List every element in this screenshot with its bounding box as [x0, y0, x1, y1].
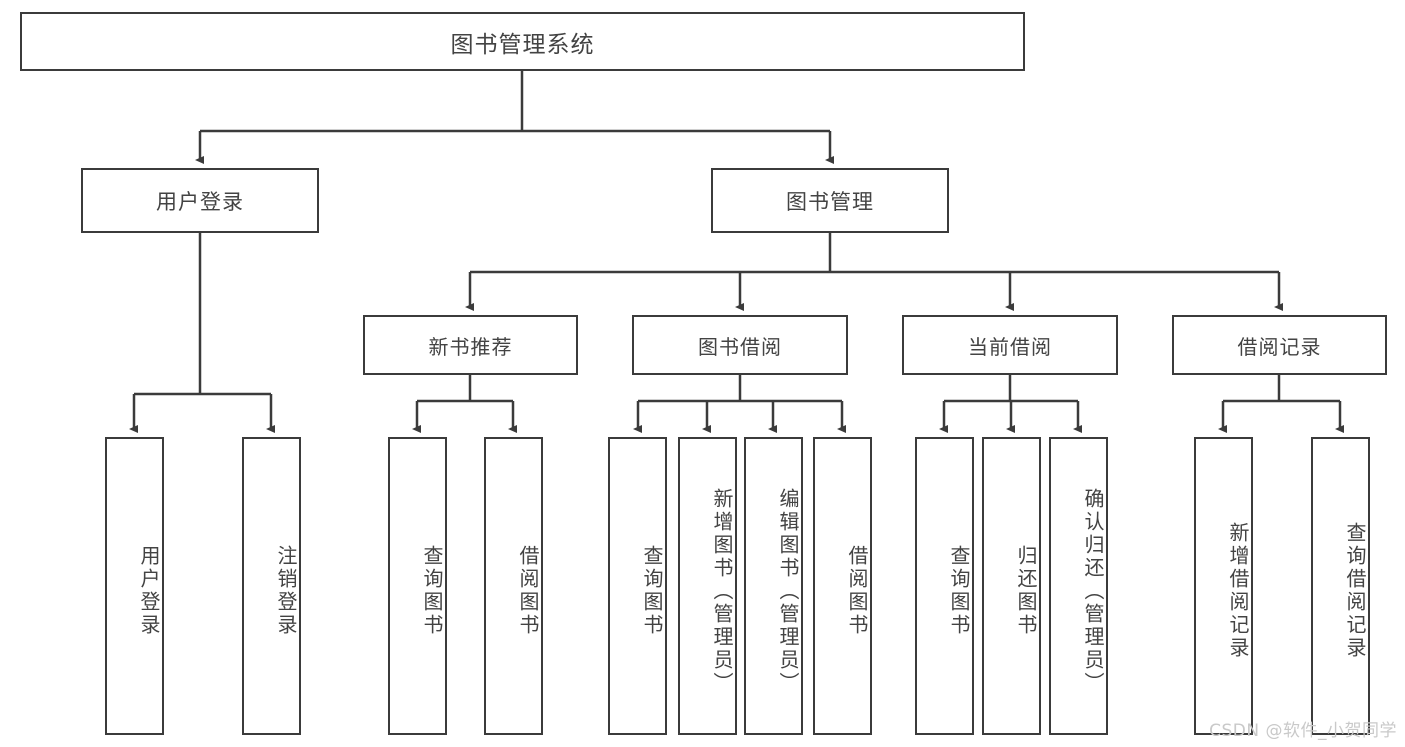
leaf-user-login-2[interactable]: 注销登录 — [242, 437, 301, 735]
leaf-book-borrow-1[interactable]: 查询图书 — [608, 437, 667, 735]
node-current-borrow[interactable]: 当前借阅 — [902, 315, 1118, 375]
leaf-book-borrow-2[interactable]: 新增图书（管理员） — [678, 437, 737, 735]
leaf-book-borrow-3[interactable]: 编辑图书（管理员） — [744, 437, 803, 735]
leaf-book-borrow-4-label: 借阅图书 — [845, 545, 869, 637]
leaf-new-book-2[interactable]: 借阅图书 — [484, 437, 543, 735]
leaf-borrow-record-2-label: 查询借阅记录 — [1343, 522, 1367, 660]
node-book-manage-label: 图书管理 — [786, 189, 874, 214]
leaf-current-borrow-2[interactable]: 归还图书 — [982, 437, 1041, 735]
leaf-current-borrow-3[interactable]: 确认归还（管理员） — [1049, 437, 1108, 735]
node-user-login-label: 用户登录 — [156, 189, 244, 214]
leaf-book-borrow-3-label: 编辑图书（管理员） — [776, 487, 800, 695]
leaf-borrow-record-2[interactable]: 查询借阅记录 — [1311, 437, 1370, 735]
watermark: CSDN @软件_小贺同学 — [1209, 721, 1397, 741]
node-borrow-record[interactable]: 借阅记录 — [1172, 315, 1387, 375]
leaf-current-borrow-1-label: 查询图书 — [947, 545, 971, 637]
node-root-label: 图书管理系统 — [450, 31, 595, 58]
leaf-borrow-record-1[interactable]: 新增借阅记录 — [1194, 437, 1253, 735]
leaf-current-borrow-3-label: 确认归还（管理员） — [1081, 487, 1105, 695]
node-new-book-recommend-label: 新书推荐 — [428, 334, 513, 359]
leaf-user-login-1-label: 用户登录 — [137, 545, 161, 637]
node-borrow-record-label: 借阅记录 — [1237, 334, 1322, 359]
leaf-new-book-1-label: 查询图书 — [420, 545, 444, 637]
leaf-current-borrow-2-label: 归还图书 — [1014, 545, 1038, 637]
node-root[interactable]: 图书管理系统 — [20, 12, 1025, 71]
leaf-new-book-1[interactable]: 查询图书 — [388, 437, 447, 735]
node-new-book-recommend[interactable]: 新书推荐 — [363, 315, 578, 375]
node-book-manage[interactable]: 图书管理 — [711, 168, 949, 233]
leaf-current-borrow-1[interactable]: 查询图书 — [915, 437, 974, 735]
node-current-borrow-label: 当前借阅 — [968, 334, 1052, 359]
leaf-user-login-2-label: 注销登录 — [274, 545, 298, 637]
node-book-borrow-label: 图书借阅 — [698, 334, 782, 359]
leaf-borrow-record-1-label: 新增借阅记录 — [1226, 522, 1250, 660]
leaf-book-borrow-2-label: 新增图书（管理员） — [710, 487, 734, 695]
node-book-borrow[interactable]: 图书借阅 — [632, 315, 848, 375]
leaf-new-book-2-label: 借阅图书 — [516, 545, 540, 637]
leaf-book-borrow-1-label: 查询图书 — [640, 545, 664, 637]
leaf-book-borrow-4[interactable]: 借阅图书 — [813, 437, 872, 735]
node-user-login[interactable]: 用户登录 — [81, 168, 319, 233]
leaf-user-login-1[interactable]: 用户登录 — [105, 437, 164, 735]
